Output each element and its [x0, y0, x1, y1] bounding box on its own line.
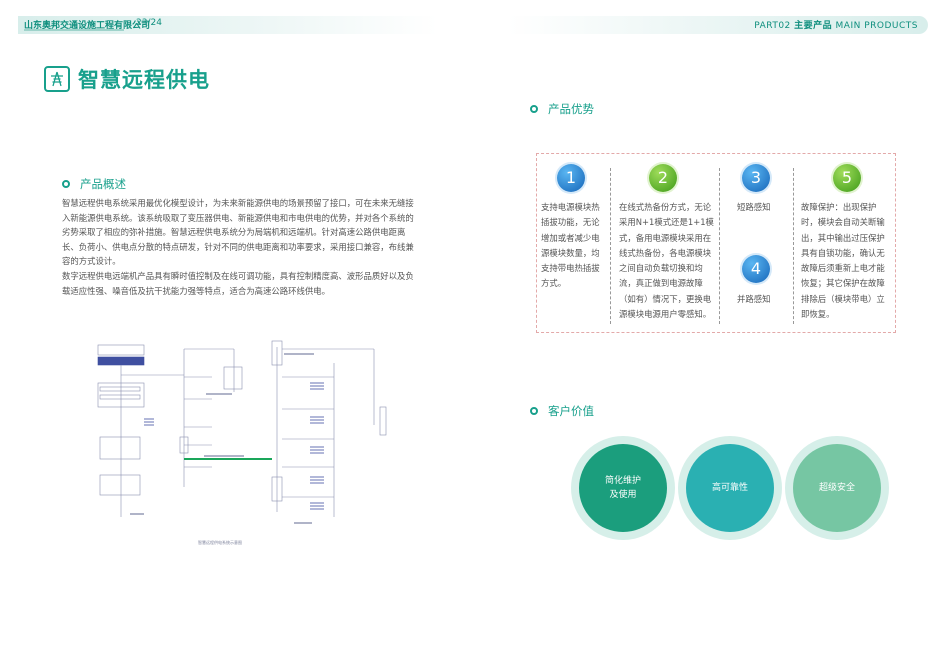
value-circle-reliability: 高可靠性: [678, 436, 782, 540]
number-badge-1: 1: [557, 164, 585, 192]
advantage-text-3: 短路感知: [737, 202, 771, 212]
number-badge-3: 3: [742, 164, 770, 192]
number-badge-5: 5: [833, 164, 861, 192]
bullet-dot-icon: [530, 407, 538, 415]
part-cn: 主要产品: [794, 21, 833, 31]
value-label-1: 简化维护 及使用: [579, 444, 667, 532]
advantages-heading-text: 产品优势: [548, 102, 594, 116]
overview-paragraph: 智慧远程供电系统采用最优化模型设计，为未来新能源供电的场景预留了接口，可在未来无…: [62, 198, 414, 267]
advantage-text-1: 支持电源模块热插拔功能，无论增加或者减少电源模块数量，均支持带电热插拔方式。: [541, 202, 600, 289]
header-band-right: [508, 16, 928, 34]
value-heading-text: 客户价值: [548, 404, 594, 418]
diagram-caption: 智慧远程供电系统示意图: [198, 539, 242, 545]
value-label-3: 超级安全: [793, 444, 881, 532]
bullet-dot-icon: [530, 105, 538, 113]
bullet-dot-icon: [62, 180, 70, 188]
advantage-text-2: 在线式热备份方式，无论采用N+1模式还是1+1模式，备用电源模块采用在线式热备份…: [619, 202, 714, 320]
company-underline: [24, 29, 124, 31]
number-badge-4: 4: [742, 255, 770, 283]
page-title: 智慧远程供电: [78, 68, 210, 92]
value-circle-safety: 超级安全: [785, 436, 889, 540]
advantages-panel: 1 支持电源模块热插拔功能，无论增加或者减少电源模块数量，均支持带电热插拔方式。…: [536, 153, 896, 333]
overview-heading: 产品概述: [62, 176, 126, 192]
column-divider: [793, 168, 794, 324]
advantage-text-4: 并路感知: [737, 294, 771, 304]
overview-heading-text: 产品概述: [80, 177, 126, 191]
power-tower-icon: [44, 66, 70, 92]
value-heading: 客户价值: [530, 403, 594, 419]
section-label: PART02 主要产品 MAIN PRODUCTS: [754, 18, 918, 31]
header-bar: 山东奥邦交通设施工程有限公司 23/24 PART02 主要产品 MAIN PR…: [18, 16, 928, 34]
column-divider: [719, 168, 720, 324]
value-label-2: 高可靠性: [686, 444, 774, 532]
column-divider: [610, 168, 611, 324]
system-diagram-svg: 智慧远程供电系统示意图: [97, 340, 387, 545]
value-circle-maintenance: 简化维护 及使用: [571, 436, 675, 540]
number-badge-2: 2: [649, 164, 677, 192]
advantages-heading: 产品优势: [530, 101, 594, 117]
overview-paragraph: 数字远程供电远端机产品具有瞬时值控制及在线可调功能，具有控制精度高、波形品质好以…: [62, 270, 414, 296]
overview-text: 智慧远程供电系统采用最优化模型设计，为未来新能源供电的场景预留了接口，可在未来无…: [62, 196, 417, 298]
company-name: 山东奥邦交通设施工程有限公司: [24, 21, 151, 31]
page-number: 23/24: [136, 18, 162, 28]
part-prefix: PART02: [754, 21, 791, 31]
part-en: MAIN PRODUCTS: [835, 21, 918, 31]
advantage-text-5: 故障保护：出现保护时，模块会自动关断输出，其中输出过压保护具有自锁功能，确认无故…: [801, 202, 885, 320]
system-diagram: 智慧远程供电系统示意图: [84, 327, 414, 549]
